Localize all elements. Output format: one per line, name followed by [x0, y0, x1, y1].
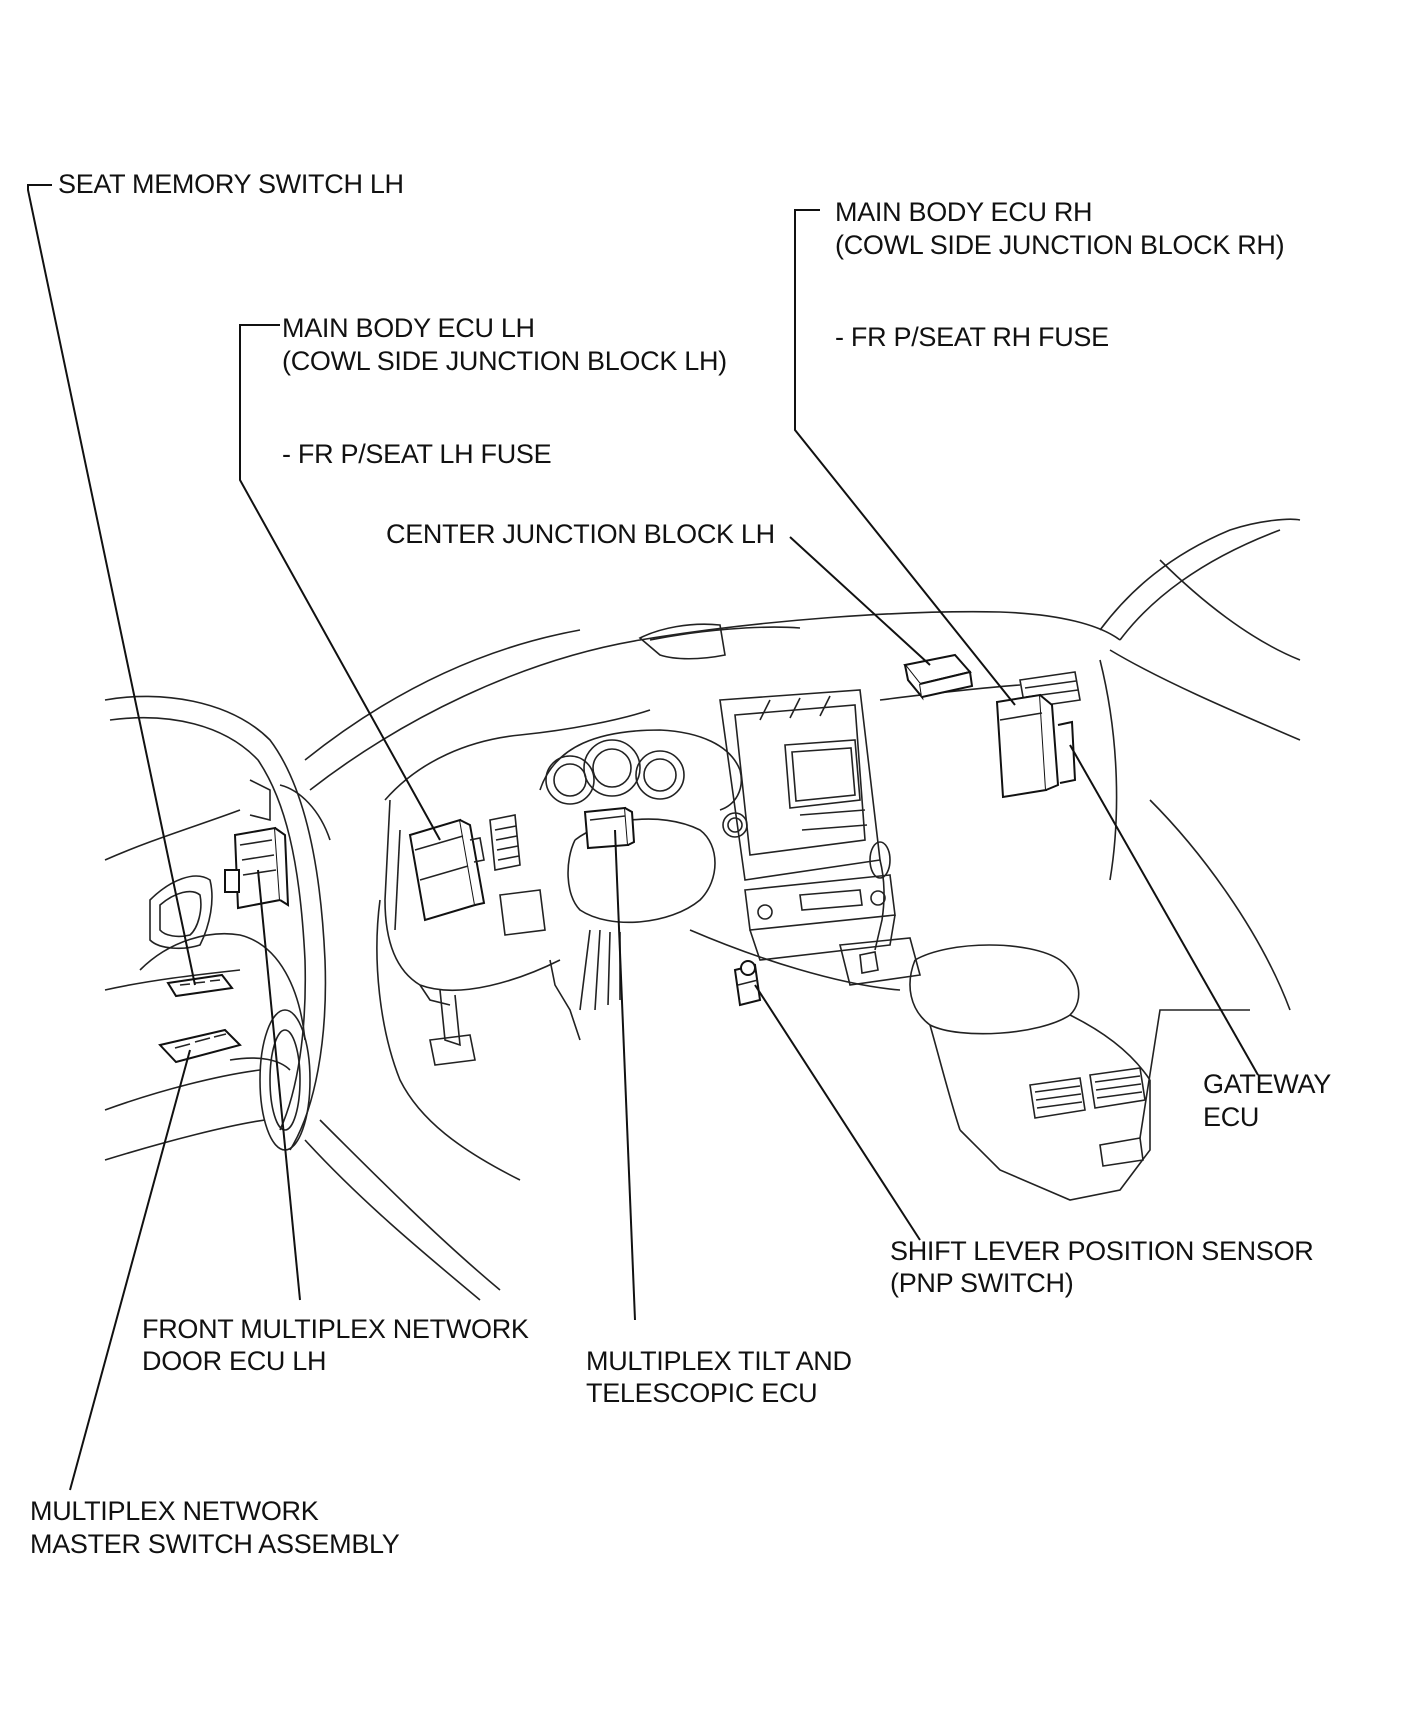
label-multiplex-network: MULTIPLEX NETWORK	[30, 1496, 319, 1526]
label-pnp-switch: (PNP SWITCH)	[890, 1268, 1074, 1298]
driver-door-drawing	[104, 695, 501, 1301]
tilt-tele-ecu-part	[583, 806, 636, 850]
main-body-ecu-lh-part	[408, 818, 486, 922]
label-multiplex-tilt-and: MULTIPLEX TILT AND	[586, 1346, 852, 1376]
main-body-ecu-rh-part	[995, 693, 1077, 799]
label-gateway-ecu-sub: ECU	[1203, 1102, 1260, 1132]
shift-lever-sensor-part	[733, 960, 762, 1007]
label-fr-pseat-rh-fuse: - FR P/SEAT RH FUSE	[835, 322, 1109, 352]
center-junction-block-part	[903, 653, 974, 701]
label-center-junction-block-lh: CENTER JUNCTION BLOCK LH	[386, 519, 775, 549]
label-main-body-ecu-rh-sub: (COWL SIDE JUNCTION BLOCK RH)	[835, 230, 1285, 260]
label-fr-pseat-lh-fuse: - FR P/SEAT LH FUSE	[282, 439, 552, 469]
label-gateway-ecu: GATEWAY	[1203, 1069, 1331, 1099]
leader-lines	[27, 184, 1259, 1491]
label-telescopic-ecu: TELESCOPIC ECU	[586, 1378, 818, 1408]
label-master-switch-assembly: MASTER SWITCH ASSEMBLY	[30, 1529, 400, 1559]
seat-memory-switch-part	[166, 973, 234, 998]
label-seat-memory-switch-lh: SEAT MEMORY SWITCH LH	[58, 169, 404, 199]
label-door-ecu-lh: DOOR ECU LH	[142, 1346, 327, 1376]
label-main-body-ecu-lh-sub: (COWL SIDE JUNCTION BLOCK LH)	[282, 346, 727, 376]
label-main-body-ecu-rh: MAIN BODY ECU RH	[835, 197, 1093, 227]
label-main-body-ecu-lh: MAIN BODY ECU LH	[282, 313, 535, 343]
label-front-multiplex-network-door-ecu: FRONT MULTIPLEX NETWORK	[142, 1314, 529, 1344]
label-shift-lever-position-sensor: SHIFT LEVER POSITION SENSOR	[890, 1236, 1314, 1266]
dashboard-drawing	[304, 518, 1301, 1201]
master-switch-part	[158, 1028, 242, 1064]
front-door-ecu-part	[224, 826, 290, 910]
